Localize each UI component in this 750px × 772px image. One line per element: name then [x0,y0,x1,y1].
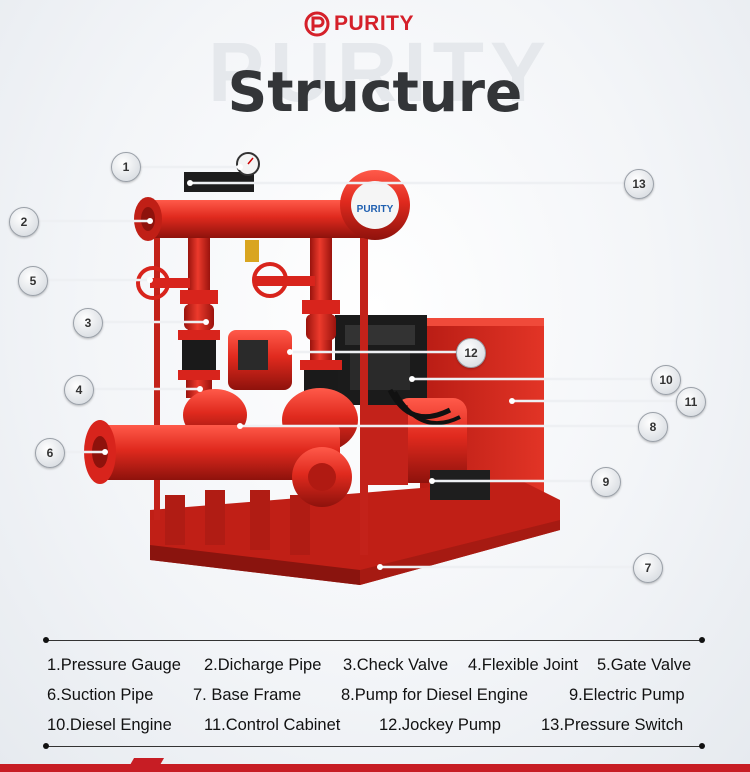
legend-item: 12.Jockey Pump [379,716,501,734]
brand-logo: PURITY [304,10,414,38]
legend-top-dot-right [699,637,705,643]
purity-logo-icon [304,11,330,37]
legend-item: 7. Base Frame [193,686,302,704]
brand-logo-text: PURITY [334,12,415,35]
callout-10: 10 [651,365,681,395]
callout-2: 2 [9,207,39,237]
legend-item: 2.Dicharge Pipe [204,656,322,674]
legend-item: 8.Pump for Diesel Engine [341,686,529,704]
flange-plate-text: PURITY [357,204,394,215]
legend-item: 10.Diesel Engine [47,716,172,734]
callout-8: 8 [638,412,668,442]
legend-item: 5.Gate Valve [597,656,692,674]
suction-pipe [100,425,340,480]
discharge-pipe [150,200,370,238]
callout-13: 13 [624,169,654,199]
legend-bottom-dot-right [699,743,705,749]
page-title: Structure [227,60,523,124]
callout-12: 12 [456,338,486,368]
callout-3: 3 [73,308,103,338]
legend-top-rule [46,640,702,641]
legend-item: 3.Check Valve [343,656,449,674]
legend-item: 6.Suction Pipe [47,686,154,704]
legend-bottom-rule [46,746,702,747]
footer-bar [0,764,750,772]
legend-bottom-dot-left [43,743,49,749]
callout-4: 4 [64,375,94,405]
pump-set-illustration: PURITY [32,152,690,585]
legend-item: 13.Pressure Switch [541,716,684,734]
legend-item: 11.Control Cabinet [204,716,341,734]
legend-item: 9.Electric Pump [569,686,685,704]
legend-item: 4.Flexible Joint [468,656,579,674]
callout-11: 11 [676,387,706,417]
jockey-motor [430,470,490,500]
callout-1: 1 [111,152,141,182]
legend-item: 1.Pressure Gauge [47,656,181,674]
callout-5: 5 [18,266,48,296]
callout-7: 7 [633,553,663,583]
leader-lines [32,165,690,569]
legend-top-dot-left [43,637,49,643]
brand-watermark: PURITY [207,25,553,119]
callout-6: 6 [35,438,65,468]
callout-9: 9 [591,467,621,497]
